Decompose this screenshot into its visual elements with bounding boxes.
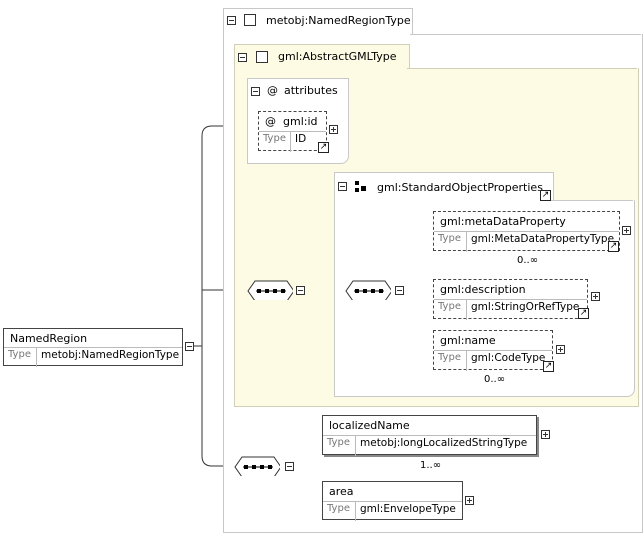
area-expand-icon[interactable]	[465, 496, 474, 505]
element-type-row: Type gml:MetaDataPropertyType	[434, 231, 619, 252]
description-expand-icon[interactable]	[591, 292, 600, 301]
metadataproperty-expand-icon[interactable]	[622, 226, 631, 235]
description-external-icon[interactable]: ↗	[578, 308, 589, 319]
type-value: metobj:longLocalizedStringType	[360, 437, 528, 449]
type-value: gml:CodeType	[471, 352, 546, 364]
sequence-compositor-3	[234, 456, 280, 476]
root-collapse-icon[interactable]	[185, 342, 194, 351]
element-type-row: Type metobj:NamedRegionType	[4, 347, 182, 367]
element-area[interactable]: area Type gml:EnvelopeType	[322, 481, 463, 521]
std-group-tab	[334, 172, 554, 201]
element-name: gml:description	[440, 283, 526, 296]
sequence-3-collapse-icon[interactable]	[285, 462, 294, 471]
root-element-namedregion[interactable]: NamedRegion Type metobj:NamedRegionType	[3, 328, 183, 367]
metadataproperty-external-icon[interactable]: ↗	[608, 241, 619, 252]
element-name-box[interactable]: gml:name Type gml:CodeType	[433, 330, 553, 371]
element-type-row: Type gml:StringOrRefType	[434, 299, 587, 320]
attribute-gml-id[interactable]: @ gml:id Type ID	[258, 111, 327, 152]
outer-type-title: metobj:NamedRegionType	[266, 14, 411, 27]
element-type-row: Type gml:EnvelopeType	[323, 501, 462, 521]
element-type-row: Type metobj:longLocalizedStringType	[323, 435, 536, 456]
localizedname-expand-icon[interactable]	[541, 430, 550, 439]
abstract-collapse-icon[interactable]	[238, 53, 247, 62]
metadataproperty-cardinality: 0..∞	[517, 255, 539, 266]
type-label: Type	[8, 349, 31, 360]
name-cardinality: 0..∞	[484, 374, 506, 385]
attribute-at-icon: @	[265, 115, 276, 128]
complex-type-icon	[244, 14, 256, 26]
attributes-collapse-icon[interactable]	[251, 87, 260, 96]
attributes-title: attributes	[284, 84, 338, 97]
attribute-expand-icon[interactable]	[329, 125, 338, 134]
type-label: Type	[438, 233, 461, 244]
sequence-1-collapse-icon[interactable]	[296, 286, 305, 295]
type-label: Type	[438, 301, 461, 312]
element-metadataproperty[interactable]: gml:metaDataProperty Type gml:MetaDataPr…	[433, 211, 620, 252]
type-value: metobj:NamedRegionType	[41, 349, 180, 361]
localizedname-cardinality: 1..∞	[420, 460, 442, 471]
outer-collapse-icon[interactable]	[227, 16, 236, 25]
type-value: gml:EnvelopeType	[360, 503, 456, 515]
abstract-type-icon	[256, 51, 268, 63]
sequence-2-collapse-icon[interactable]	[395, 286, 404, 295]
type-value: gml:StringOrRefType	[471, 301, 580, 313]
name-external-icon[interactable]: ↗	[543, 361, 554, 372]
element-name: gml:name	[440, 334, 496, 347]
group-icon	[355, 181, 367, 193]
type-value: gml:MetaDataPropertyType	[471, 233, 615, 245]
attribute-external-icon[interactable]: ↗	[318, 142, 329, 153]
std-group-title: gml:StandardObjectProperties	[377, 181, 543, 194]
abstract-type-title: gml:AbstractGMLType	[278, 50, 397, 63]
element-description[interactable]: gml:description Type gml:StringOrRefType	[433, 279, 588, 320]
attribute-name: gml:id	[283, 115, 318, 128]
std-group-frame-top	[551, 200, 633, 201]
name-expand-icon[interactable]	[556, 345, 565, 354]
attribute-type-row: Type ID	[259, 131, 326, 152]
std-external-icon[interactable]: ↗	[540, 190, 551, 201]
sequence-compositor-1	[247, 280, 293, 300]
element-localizedname[interactable]: localizedName Type metobj:longLocalizedS…	[322, 415, 537, 456]
outer-type-frame-top	[410, 34, 641, 35]
element-name: NamedRegion	[10, 332, 88, 345]
abstract-type-frame-top	[407, 68, 637, 69]
element-name: localizedName	[329, 419, 410, 432]
type-label: Type	[327, 503, 350, 514]
element-name: area	[329, 485, 354, 498]
type-label: Type	[327, 437, 350, 448]
type-label: Type	[438, 352, 461, 363]
sequence-compositor-2	[345, 280, 391, 300]
element-type-row: Type gml:CodeType	[434, 350, 552, 371]
type-value: ID	[295, 133, 307, 145]
type-label: Type	[263, 133, 286, 144]
element-name: gml:metaDataProperty	[440, 215, 566, 228]
attributes-at-icon: @	[267, 84, 278, 97]
std-collapse-icon[interactable]	[338, 182, 347, 191]
